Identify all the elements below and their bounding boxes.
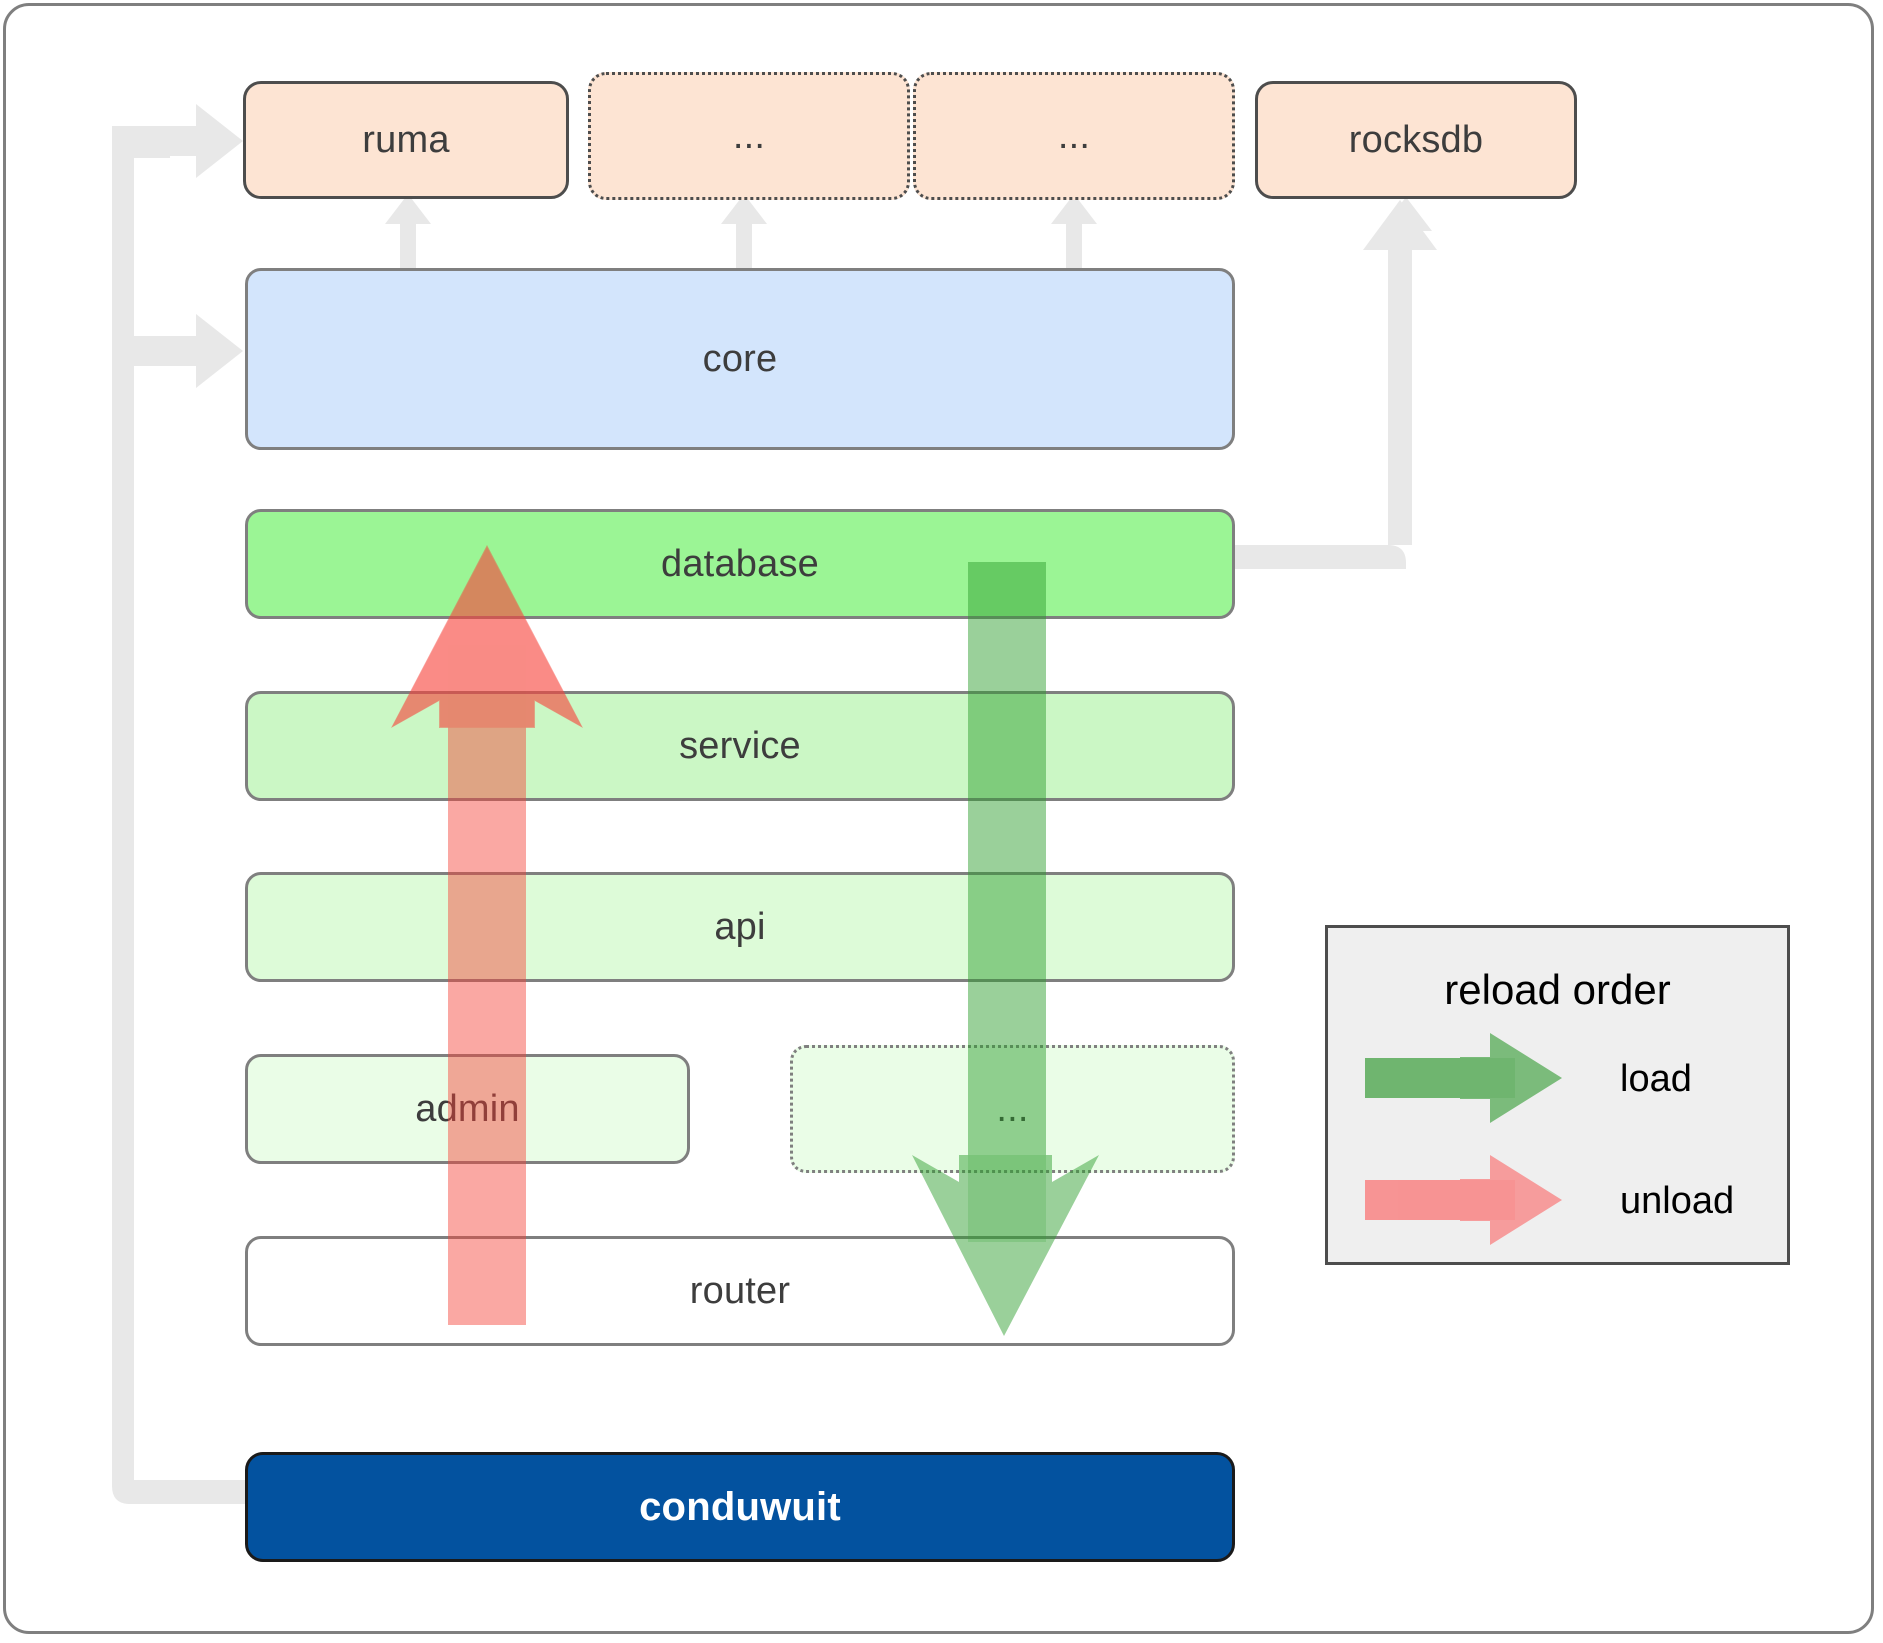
dependency-label: rocksdb: [1348, 119, 1484, 161]
dependency-box-ruma[interactable]: ruma: [243, 81, 569, 199]
crate-label: service: [679, 725, 801, 767]
unload-arrow-head: [392, 547, 582, 727]
crate-box-router[interactable]: router: [245, 1236, 1235, 1346]
connector-core-to-ruma: [385, 194, 431, 272]
crate-label: api: [714, 906, 766, 948]
app-label: conduwuit: [639, 1485, 841, 1529]
dependency-label: ...: [1057, 115, 1091, 157]
connector-branch-ruma: [112, 104, 243, 178]
core-box[interactable]: core: [245, 268, 1235, 450]
connector-trunk-left: [112, 134, 245, 1504]
crate-box-database[interactable]: database: [245, 509, 1235, 619]
dependency-label: ruma: [362, 119, 450, 161]
crate-box-api[interactable]: api: [245, 872, 1235, 982]
crate-label: router: [689, 1270, 791, 1312]
core-label: core: [702, 338, 778, 380]
legend-title: reload order: [1444, 966, 1671, 1013]
unload-arrow-head-shape: [391, 545, 583, 728]
dependency-box-3[interactable]: ...: [913, 72, 1235, 200]
load-arrow: [912, 562, 1099, 1336]
unload-arrow-shaft: [448, 645, 526, 1325]
legend-unload-arrow: [1365, 1155, 1562, 1245]
dependency-label: ...: [732, 115, 766, 157]
dependency-box-rocksdb[interactable]: rocksdb: [1255, 81, 1577, 199]
crate-box-ellipsis[interactable]: ...: [790, 1045, 1235, 1173]
legend-label-unload: unload: [1620, 1180, 1735, 1222]
legend-load-arrow: [1365, 1033, 1562, 1123]
dependency-box-2[interactable]: ...: [588, 72, 910, 200]
load-arrow-shaft: [968, 562, 1046, 1242]
crate-label: ...: [996, 1090, 1028, 1128]
connector-core-to-dep3: [1051, 194, 1097, 272]
connector-rocksdb-head: [1363, 200, 1437, 250]
load-arrow-head-shape: [912, 1155, 1099, 1336]
connector-branch-core: [134, 314, 243, 388]
unload-arrow: [391, 545, 583, 1325]
crate-label: admin: [415, 1090, 520, 1128]
app-box-conduwuit[interactable]: conduwuit: [245, 1452, 1235, 1562]
connector-rocksdb-riser: [1388, 230, 1412, 545]
crate-box-admin[interactable]: admin: [245, 1054, 690, 1164]
connector-core-to-dep2: [721, 194, 767, 272]
legend-label-load: load: [1620, 1058, 1692, 1100]
crate-label: database: [661, 543, 819, 585]
